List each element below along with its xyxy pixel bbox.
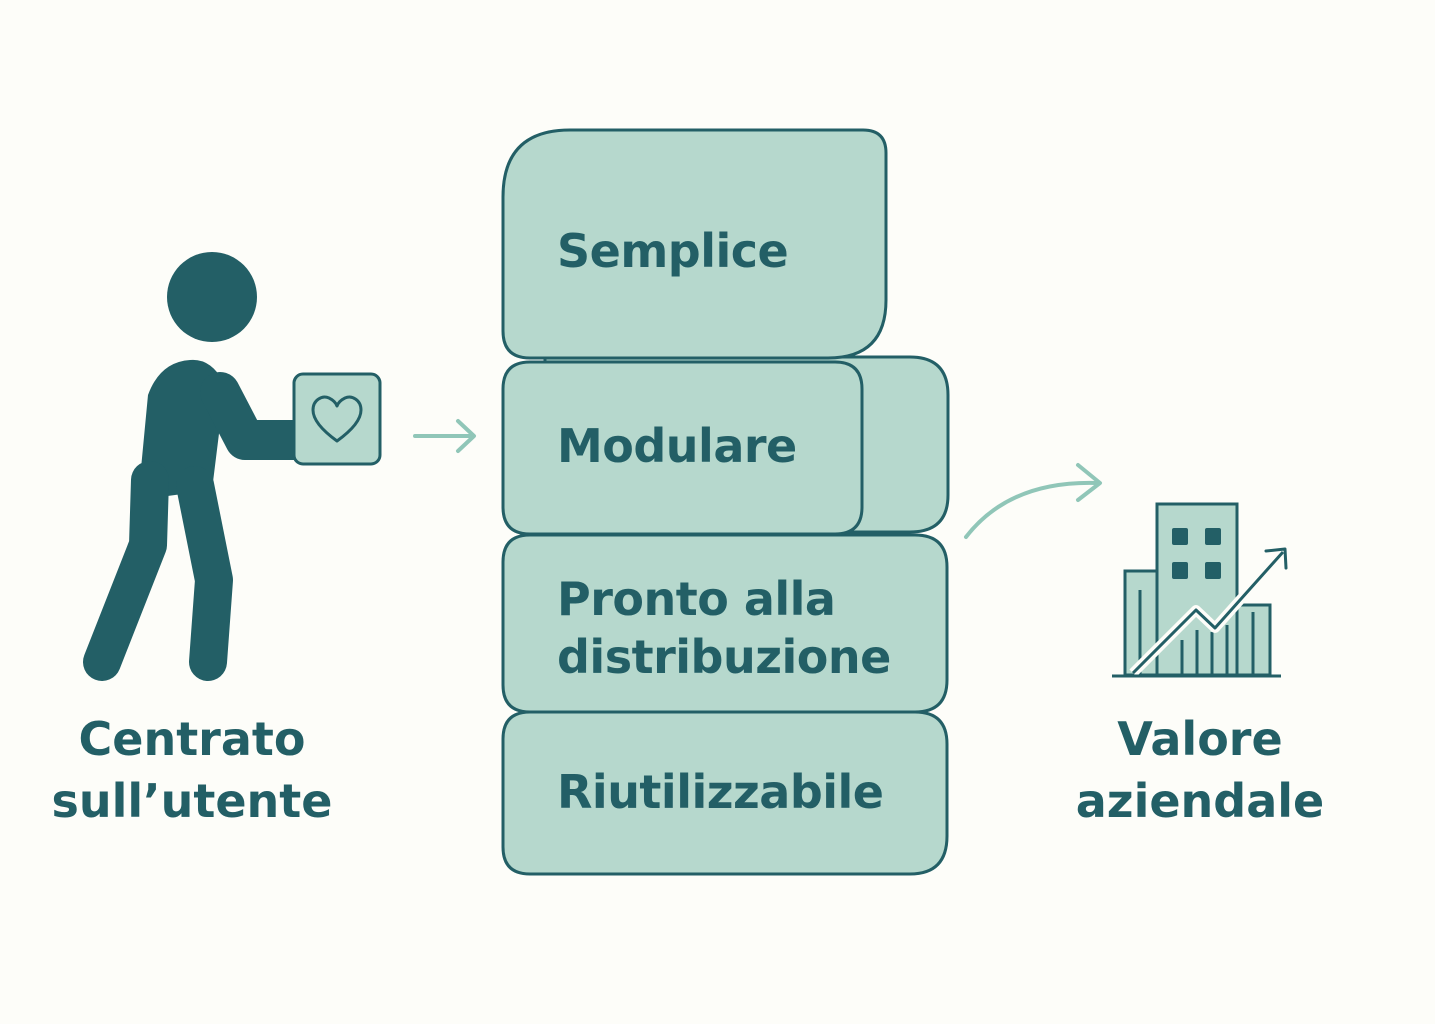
left-caption-line-1: Centrato bbox=[78, 712, 306, 766]
stack-label-pronto-line-1: Pronto alla bbox=[557, 572, 836, 626]
heart-box-icon bbox=[292, 372, 382, 466]
person-carrying-icon bbox=[83, 252, 320, 681]
building-growth-chart-icon bbox=[1112, 502, 1288, 678]
curved-arrow-icon bbox=[964, 463, 1102, 539]
left-caption-line-2: sull’utente bbox=[51, 774, 333, 829]
right-caption-line-2: aziendale bbox=[1075, 774, 1325, 829]
left-caption: Centrato sull’utente bbox=[42, 708, 342, 832]
block-modulare bbox=[501, 360, 864, 536]
arrow-right-icon bbox=[413, 419, 476, 453]
block-pronto bbox=[501, 533, 949, 714]
block-semplice bbox=[501, 128, 888, 360]
stack-blocks bbox=[501, 128, 950, 876]
stack-label-semplice: Semplice bbox=[557, 224, 789, 278]
stack-label-pronto-line-2: distribuzione bbox=[557, 630, 891, 684]
right-caption: Valore aziendale bbox=[1060, 708, 1340, 832]
stack-label-modulare: Modulare bbox=[557, 419, 797, 473]
block-riutilizzabile bbox=[501, 710, 949, 876]
stack-label-riutilizzabile: Riutilizzabile bbox=[557, 765, 884, 819]
right-caption-line-1: Valore bbox=[1117, 712, 1283, 766]
stack-label-pronto: Pronto alla distribuzione bbox=[557, 570, 891, 686]
